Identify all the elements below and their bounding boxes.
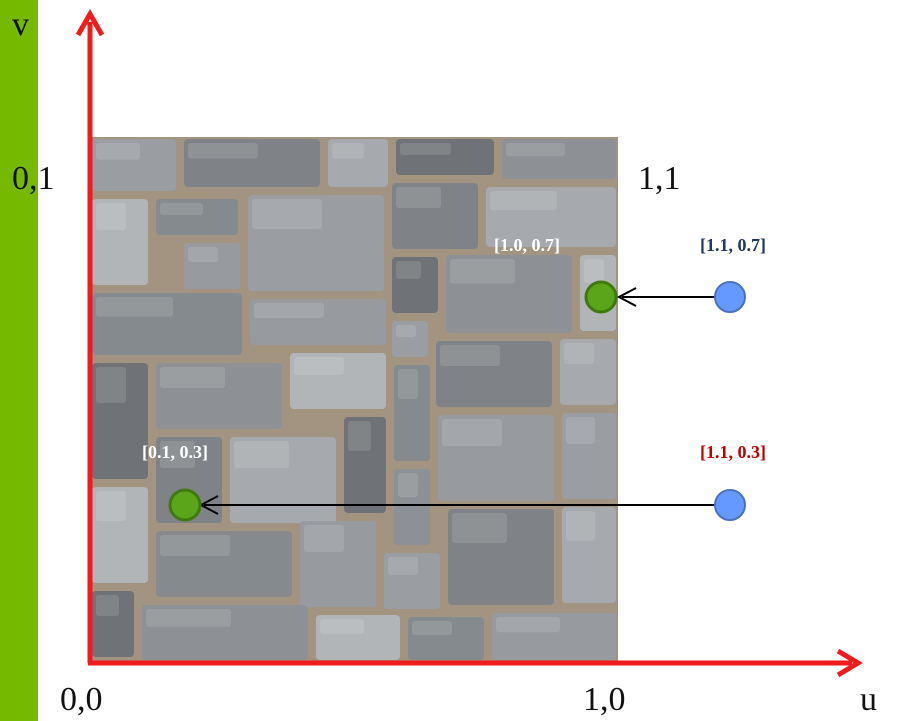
stone-highlight: [396, 187, 441, 208]
source-point-lower: [714, 489, 746, 521]
stone-block: [92, 487, 148, 583]
stone-block: [562, 507, 616, 603]
stone-highlight: [96, 491, 126, 521]
stone-highlight: [320, 619, 364, 634]
stone-highlight: [398, 473, 418, 497]
stone-highlight: [400, 143, 451, 155]
stone-block: [328, 139, 388, 187]
stone-highlight: [566, 417, 595, 444]
stone-block: [492, 613, 616, 660]
stone-highlight: [96, 595, 119, 616]
stone-highlight: [160, 367, 225, 388]
stone-highlight: [564, 343, 594, 364]
stone-highlight: [304, 525, 344, 552]
stone-highlight: [412, 621, 452, 636]
green-sidebar-strip: [0, 0, 38, 721]
coord-label-source-upper: [1.1, 0.7]: [700, 235, 766, 255]
stone-highlight: [160, 441, 195, 468]
stone-block: [384, 553, 440, 609]
stone-highlight: [332, 143, 364, 159]
stone-block: [392, 183, 478, 249]
stone-highlight: [584, 259, 604, 283]
u-axis-arrowhead: [836, 648, 863, 678]
corner-label-bottom-left: 0,0: [60, 681, 103, 718]
stone-highlight: [294, 357, 344, 375]
stone-highlight: [254, 303, 324, 318]
stone-block: [92, 591, 134, 657]
stone-block: [560, 339, 616, 405]
stone-block: [438, 415, 554, 501]
stone-block: [394, 469, 430, 545]
stone-block: [230, 437, 336, 523]
stone-highlight: [566, 511, 595, 541]
corner-label-top-right: 1,1: [638, 160, 681, 197]
stone-highlight: [396, 261, 421, 279]
stone-block: [142, 605, 308, 660]
mapped-point-lower: [168, 488, 202, 522]
stone-block: [92, 293, 242, 355]
stone-highlight: [160, 203, 203, 215]
stone-block: [486, 187, 616, 247]
stone-highlight: [388, 557, 418, 575]
v-axis-label: v: [12, 6, 29, 43]
stone-highlight: [398, 369, 418, 399]
stone-block: [248, 195, 384, 291]
source-point-upper: [714, 281, 746, 313]
coord-label-mapped-upper: [1.0, 0.7]: [494, 235, 560, 255]
stone-block: [300, 521, 376, 607]
stone-highlight: [188, 143, 258, 159]
stone-block: [408, 617, 484, 660]
stone-block: [92, 139, 176, 191]
stone-block: [156, 531, 292, 597]
stone-highlight: [396, 325, 416, 337]
corner-label-bottom-right: 1,0: [583, 681, 626, 718]
stone-block: [316, 615, 400, 660]
stone-highlight: [452, 513, 507, 543]
stone-highlight: [450, 259, 515, 284]
stone-block: [92, 363, 148, 479]
u-axis-label: u: [860, 681, 877, 718]
mapped-point-upper: [584, 280, 618, 314]
stone-highlight: [442, 419, 502, 446]
stone-highlight: [96, 203, 126, 230]
stone-highlight: [234, 441, 289, 468]
stone-highlight: [252, 199, 322, 229]
stone-block: [184, 243, 240, 289]
stone-highlight: [348, 421, 371, 451]
stone-block: [250, 299, 386, 345]
stone-block: [156, 199, 238, 235]
coord-label-source-lower: [1.1, 0.3]: [700, 442, 766, 462]
stone-block: [448, 509, 554, 605]
stone-block: [562, 413, 616, 499]
stone-highlight: [490, 191, 557, 211]
stone-block: [396, 139, 494, 175]
v-axis-arrowhead: [75, 8, 105, 37]
stone-highlight: [440, 345, 500, 366]
stone-block: [446, 255, 572, 333]
stone-block: [436, 341, 552, 407]
stone-highlight: [506, 143, 565, 157]
stone-highlight: [496, 617, 560, 633]
stone-block: [392, 321, 428, 357]
stone-block: [184, 139, 320, 187]
stone-highlight: [188, 247, 218, 262]
stone-block: [344, 417, 386, 513]
coord-label-mapped-lower: [0.1, 0.3]: [142, 442, 208, 462]
stone-highlight: [160, 535, 230, 556]
stone-block: [290, 353, 386, 409]
stone-highlight: [146, 609, 231, 627]
stone-block: [502, 139, 616, 179]
stone-block: [394, 365, 430, 461]
stone-highlight: [96, 367, 126, 403]
stone-highlight: [96, 143, 140, 160]
stone-texture-image: [90, 137, 618, 662]
stone-block: [92, 199, 148, 285]
corner-label-top-left: 0,1: [12, 160, 55, 197]
mapping-arrow-upper-head: [616, 287, 637, 307]
stone-wall-texture-icon: [90, 137, 618, 662]
stone-highlight: [96, 297, 173, 317]
stone-block: [156, 363, 282, 429]
stone-block: [392, 257, 438, 313]
